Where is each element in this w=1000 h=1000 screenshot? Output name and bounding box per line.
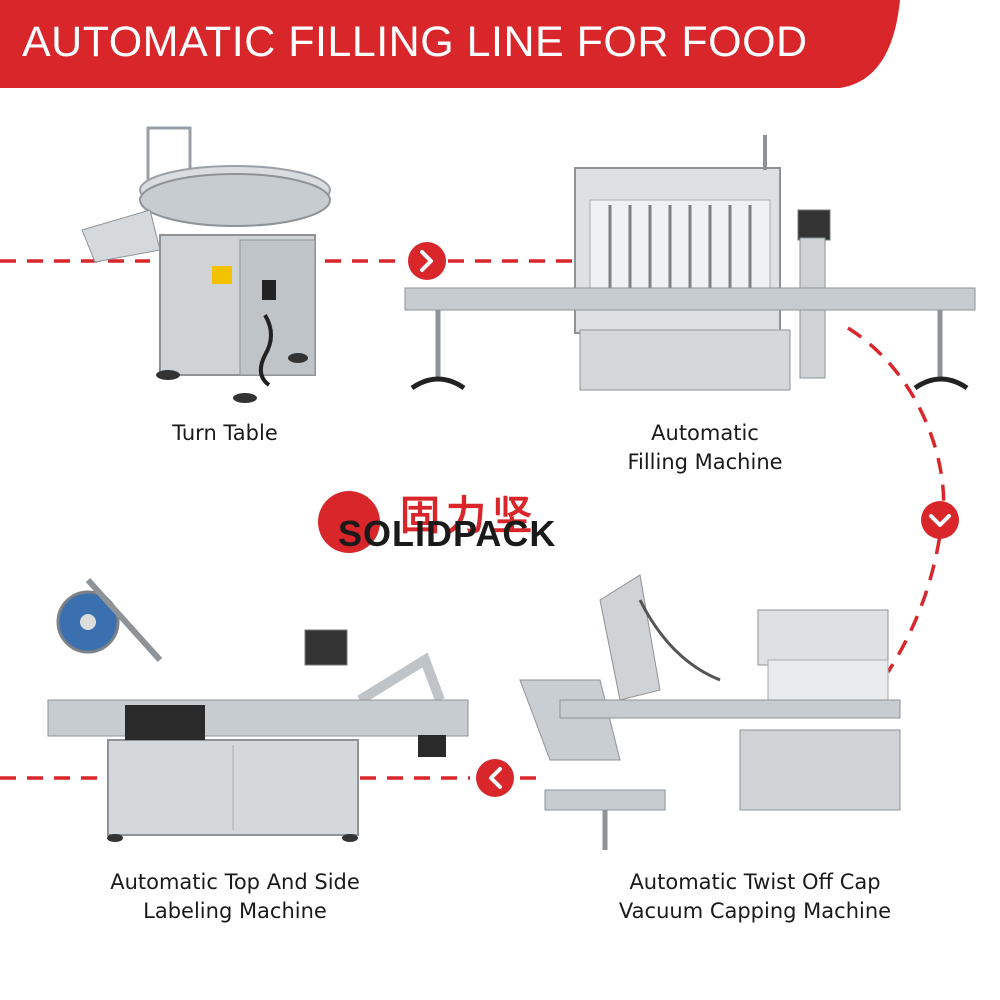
step-label-filling: Automatic Filling Machine — [580, 419, 830, 477]
chevron-right-icon — [408, 242, 446, 280]
brand-latin-name: SOLIDPACK — [338, 513, 557, 554]
chevron-left-icon — [476, 759, 514, 797]
title-banner — [0, 0, 900, 88]
brand-logo: 固力坚 SOLIDPACK — [318, 485, 588, 565]
step-label-capping: Automatic Twist Off Cap Vacuum Capping M… — [590, 868, 920, 926]
brand-chinese-name: 固力坚 — [400, 492, 538, 539]
step-label-line: Turn Table — [172, 421, 278, 445]
turntable-machine — [81, 126, 331, 403]
step-label-line: Automatic Top And Side — [110, 870, 360, 894]
filling-machine — [404, 135, 976, 391]
step-label-line: Automatic Twist Off Cap — [629, 870, 881, 894]
brand-s-mark — [318, 491, 380, 553]
step-label-line: Vacuum Capping Machine — [618, 899, 892, 923]
step-label-line: Filling Machine — [627, 450, 783, 474]
step-label-labeling: Automatic Top And Side Labeling Machine — [80, 868, 390, 926]
capping-machine — [519, 574, 901, 850]
step-label-line: Labeling Machine — [143, 899, 327, 923]
step-label-line: Automatic — [651, 421, 759, 445]
labeling-machine — [47, 577, 469, 842]
chevron-down-icon — [921, 501, 959, 539]
page-title: AUTOMATIC FILLING LINE FOR FOOD — [22, 18, 808, 66]
step-label-turntable: Turn Table — [125, 419, 325, 448]
